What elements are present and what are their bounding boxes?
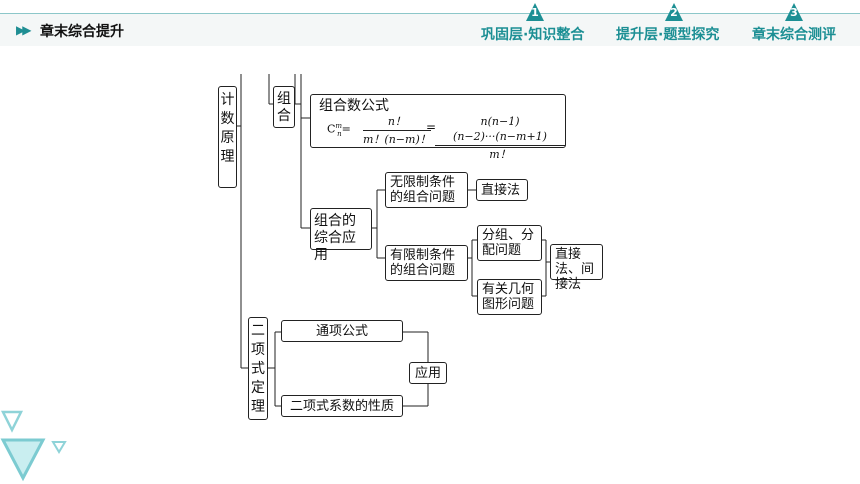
node-root: 计数原理	[218, 86, 237, 188]
node-general-term: 通项公式	[281, 320, 403, 342]
header-bar: ▶▶ 章末综合提升 1 巩固层·知识整合 2 提升层·题型探究 3 章末综合测评	[0, 0, 860, 46]
node-geometry: 有关几何图形问题	[477, 279, 542, 315]
node-grouping: 分组、分配问题	[477, 225, 542, 261]
node-formula: 组合数公式 Cmn= n！ m！(n−m)！ = n(n−1)(n−2)···(…	[310, 94, 566, 161]
formula-lhs: Cmn=	[327, 122, 351, 138]
nav-item-1[interactable]: 1 巩固层·知识整合	[481, 3, 585, 44]
nav-label-1: 巩固层·知识整合	[481, 27, 585, 43]
formula-equals: =	[426, 120, 437, 134]
badge-1-icon: 1	[525, 2, 545, 22]
node-limited: 有限制条件的组合问题	[385, 245, 468, 281]
node-application: 应用	[409, 362, 447, 384]
play-arrow-icon: ▶▶	[16, 23, 32, 37]
node-unlimited: 无限制条件的组合问题	[385, 172, 468, 208]
node-combination: 组合	[273, 86, 295, 128]
formula-title: 组合数公式	[319, 98, 389, 114]
formula-fraction-1: n！ m！(n−m)！	[363, 115, 431, 146]
node-comb-application: 组合的综合应用	[310, 208, 372, 263]
node-direct: 直接法	[476, 179, 528, 201]
section-title: 章末综合提升	[40, 24, 124, 40]
badge-3-icon: 3	[784, 2, 804, 22]
formula-fraction-2: n(n−1)(n−2)···(n−m+1) m！	[435, 114, 565, 162]
header-band	[0, 14, 860, 46]
header-divider	[0, 13, 860, 14]
node-methods: 直接法、间接法	[550, 244, 603, 292]
badge-2-icon: 2	[664, 2, 684, 22]
nav-label-2: 提升层·题型探究	[616, 27, 720, 43]
nav-label-3: 章末综合测评	[752, 27, 836, 43]
nav-item-3[interactable]: 3 章末综合测评	[752, 3, 836, 44]
node-binomial: 二项式定理	[248, 317, 268, 420]
decorative-triangles-icon	[0, 410, 67, 482]
node-coefficients: 二项式系数的性质	[281, 395, 403, 417]
nav-item-2[interactable]: 2 提升层·题型探究	[616, 3, 720, 44]
